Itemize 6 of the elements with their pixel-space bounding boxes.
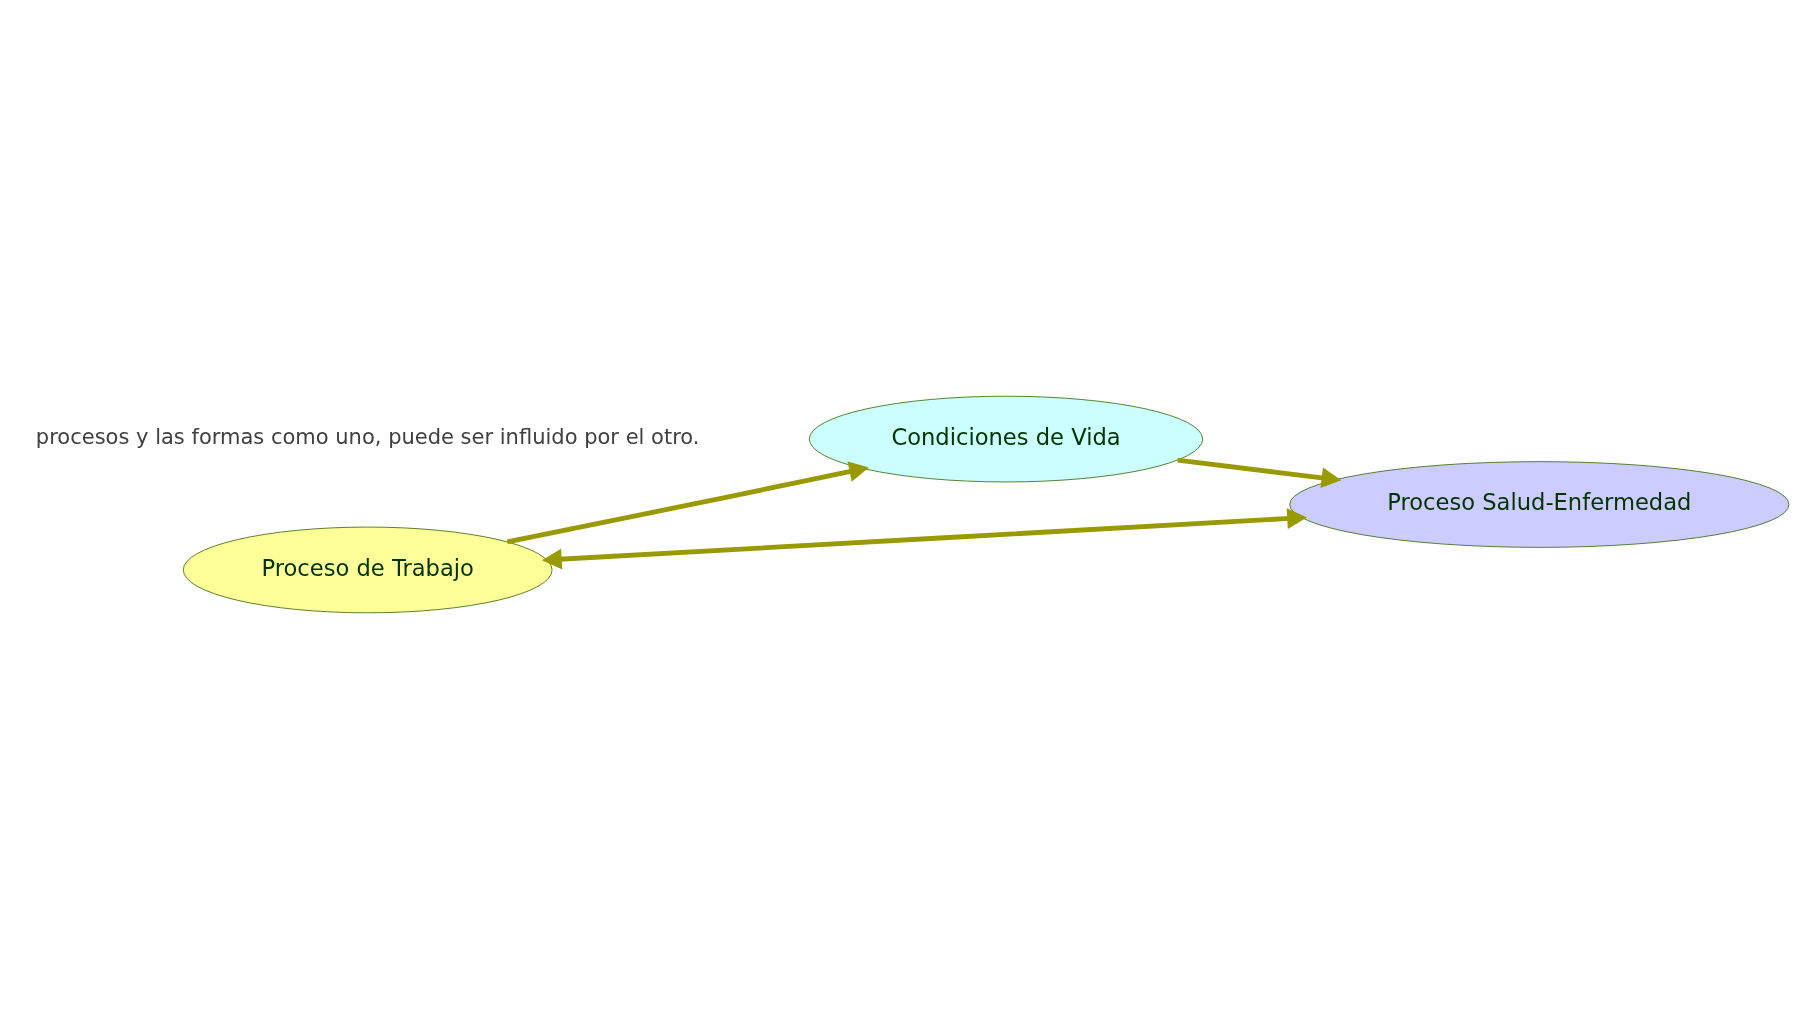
arrow [506, 461, 869, 545]
node-ellipse: Proceso Salud-Enfermedad [1289, 461, 1790, 548]
arrow [541, 508, 1307, 570]
node-ellipse: Proceso de Trabajo [182, 526, 553, 614]
label: procesos y las formas como uno, puede ser influido por el otro. [35, 425, 700, 450]
arrow [1177, 457, 1342, 489]
